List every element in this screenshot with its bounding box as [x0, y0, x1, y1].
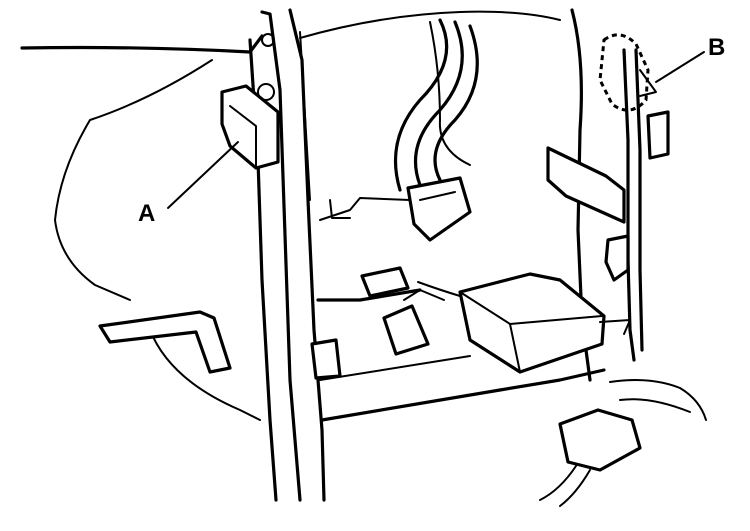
- bottom-wire-2: [559, 469, 591, 507]
- back-panel-lower: [319, 197, 411, 221]
- leader-line-b: [655, 51, 705, 83]
- lower-connector: [382, 304, 430, 356]
- mount-bolt: [261, 33, 275, 47]
- callout-label-b: B: [708, 34, 726, 61]
- bottom-right-panel-2: [619, 398, 691, 413]
- center-module-front: [509, 323, 521, 373]
- harness-connector-detail: [419, 191, 456, 201]
- module-wire: [417, 281, 461, 297]
- back-panel-fold: [429, 21, 471, 166]
- bottom-right-connector: [558, 408, 642, 472]
- center-pillar-left: [288, 8, 326, 502]
- wire-harness-3: [433, 24, 479, 182]
- dash-panel-curve: [54, 59, 213, 301]
- center-pillar-edge: [299, 31, 311, 201]
- module-bracket: [599, 319, 631, 335]
- bottom-wire-1: [539, 465, 577, 501]
- back-panel-step: [329, 199, 351, 219]
- crossmember-mid: [319, 355, 471, 381]
- wire-harness-2: [413, 20, 464, 187]
- left-panel-edge: [149, 329, 261, 421]
- component-a-bolt: [257, 83, 275, 101]
- component-b-pin: [639, 69, 657, 97]
- bottom-right-panel: [609, 379, 707, 421]
- leader-line-a: [167, 141, 239, 209]
- wire-harness-1: [393, 18, 449, 192]
- module-plug: [360, 266, 410, 298]
- component-a-face: [229, 105, 257, 167]
- crossmember-bottom: [320, 368, 606, 422]
- crossmember-tab: [310, 338, 342, 380]
- lower-left-bracket: [98, 310, 232, 374]
- component-b-outline: [598, 33, 650, 112]
- right-bracket-upper: [546, 146, 626, 224]
- right-tab: [646, 110, 670, 160]
- left-pillar-outer: [260, 10, 302, 502]
- back-panel-top: [299, 10, 561, 39]
- dash-top-edge: [20, 34, 264, 54]
- component-a-body: [220, 84, 280, 170]
- component-a-top: [221, 85, 247, 93]
- harness-connector: [406, 176, 472, 242]
- right-clip: [604, 234, 630, 282]
- right-pillar-outer: [570, 8, 592, 382]
- callout-label-a: A: [138, 200, 156, 227]
- right-pillar-edge: [634, 48, 644, 352]
- crossmember-top: [316, 288, 422, 302]
- lower-connector-wire: [403, 289, 445, 301]
